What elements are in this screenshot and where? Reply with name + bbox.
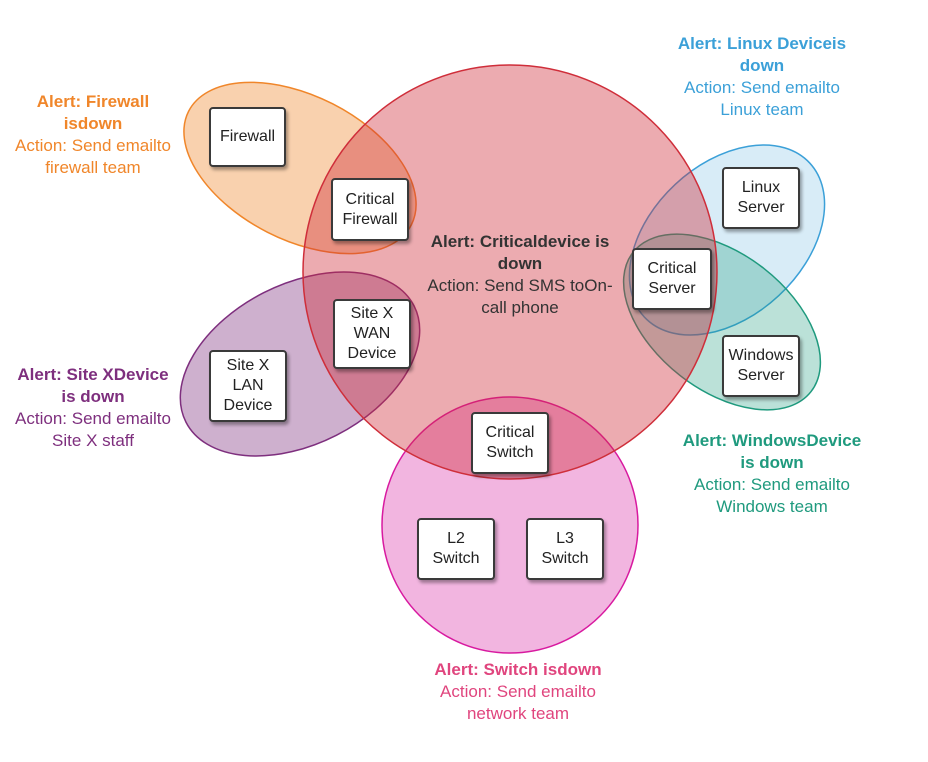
text-line: Critical	[485, 424, 535, 441]
linux-action-text: Action: Send emailto Linux team	[672, 77, 852, 121]
sitex-alert-title: Alert: Site XDevice is down	[8, 364, 178, 408]
text-line: Alert: Site X	[17, 365, 114, 384]
text-line: down	[557, 660, 602, 679]
text-line: Critical	[647, 260, 697, 277]
text-line: to Site X staff	[52, 409, 171, 450]
text-line: Site X	[350, 305, 394, 322]
text-line: Device	[223, 397, 273, 414]
critical-caption: Alert: Criticaldevice is down Action: Se…	[424, 231, 616, 319]
text-line: Alert: Windows	[682, 431, 807, 450]
switch-alert-title: Alert: Switch isdown	[430, 659, 606, 681]
critical-action-text: Action: Send SMS toOn-call phone	[424, 275, 616, 319]
text-line: Critical	[345, 190, 395, 208]
text-line: Site X	[226, 357, 270, 374]
sitex-caption: Alert: Site XDevice is down Action: Send…	[8, 364, 178, 452]
text-line: Switch	[432, 550, 480, 567]
text-line: Action: Send email	[684, 78, 826, 97]
text-line: to Linux team	[720, 78, 840, 119]
linux-alert-title: Alert: Linux Deviceis down	[672, 33, 852, 77]
firewall-alert-title: Alert: Firewall isdown	[8, 91, 178, 135]
text-line: Windows	[728, 347, 794, 364]
firewall-action-text: Action: Send emailto firewall team	[8, 135, 178, 179]
text-line: Alert: Switch is	[434, 660, 558, 679]
text-line: Firewall	[342, 210, 398, 228]
switch-action-text: Action: Send emailto network team	[430, 681, 606, 725]
text-line: Device is down	[740, 431, 862, 472]
text-line: Switch	[541, 550, 589, 567]
text-line: down	[77, 114, 123, 133]
sitex-action-text: Action: Send emailto Site X staff	[8, 408, 178, 452]
text-line: is down	[739, 34, 847, 75]
text-line: Alert: Linux Device	[677, 34, 832, 53]
text-line: to network team	[466, 682, 596, 723]
text-line: Switch	[486, 444, 534, 461]
text-line: Action: Send email	[15, 409, 157, 428]
text-line: device is down	[497, 232, 610, 273]
text-line: Alert: Critical	[430, 232, 538, 251]
text-line: Server	[648, 280, 696, 297]
firewall-caption: Alert: Firewall isdown Action: Send emai…	[8, 91, 178, 179]
site-x-wan-node: Site X WAN Device	[333, 299, 411, 369]
windows-caption: Alert: WindowsDevice is down Action: Sen…	[682, 430, 862, 518]
text-line: Action: Send email	[15, 136, 157, 155]
text-line: Action: Send email	[440, 682, 582, 701]
critical-alert-title: Alert: Criticaldevice is down	[424, 231, 616, 275]
text-line: WAN	[353, 325, 391, 342]
text-line: Device is down	[61, 365, 169, 406]
switch-group-circle	[381, 396, 639, 654]
windows-alert-title: Alert: WindowsDevice is down	[682, 430, 862, 474]
text-line: Server	[737, 199, 785, 216]
switch-caption: Alert: Switch isdown Action: Send emailt…	[430, 659, 606, 725]
text-line: Alert: Firewall is	[36, 92, 150, 133]
text-line: Server	[737, 367, 785, 384]
critical-group-circle	[302, 64, 718, 480]
text-line: L2	[447, 530, 465, 547]
text-line: Firewall	[219, 128, 276, 145]
text-line: to firewall team	[45, 136, 171, 177]
windows-action-text: Action: Send emailto Windows team	[682, 474, 862, 518]
text-line: Linux	[741, 179, 781, 196]
text-line: Device	[347, 345, 397, 362]
site-x-lan-node: Site X LAN Device	[209, 350, 287, 422]
linux-caption: Alert: Linux Deviceis down Action: Send …	[672, 33, 852, 121]
text-line: to Windows team	[716, 475, 850, 516]
firewall-node: Firewall	[209, 107, 286, 167]
text-line: L3	[556, 530, 574, 547]
text-line: On-call phone	[481, 276, 613, 317]
text-line: Action: Send SMS to	[427, 276, 585, 295]
text-line: Action: Send email	[694, 475, 836, 494]
text-line: LAN	[232, 377, 264, 394]
